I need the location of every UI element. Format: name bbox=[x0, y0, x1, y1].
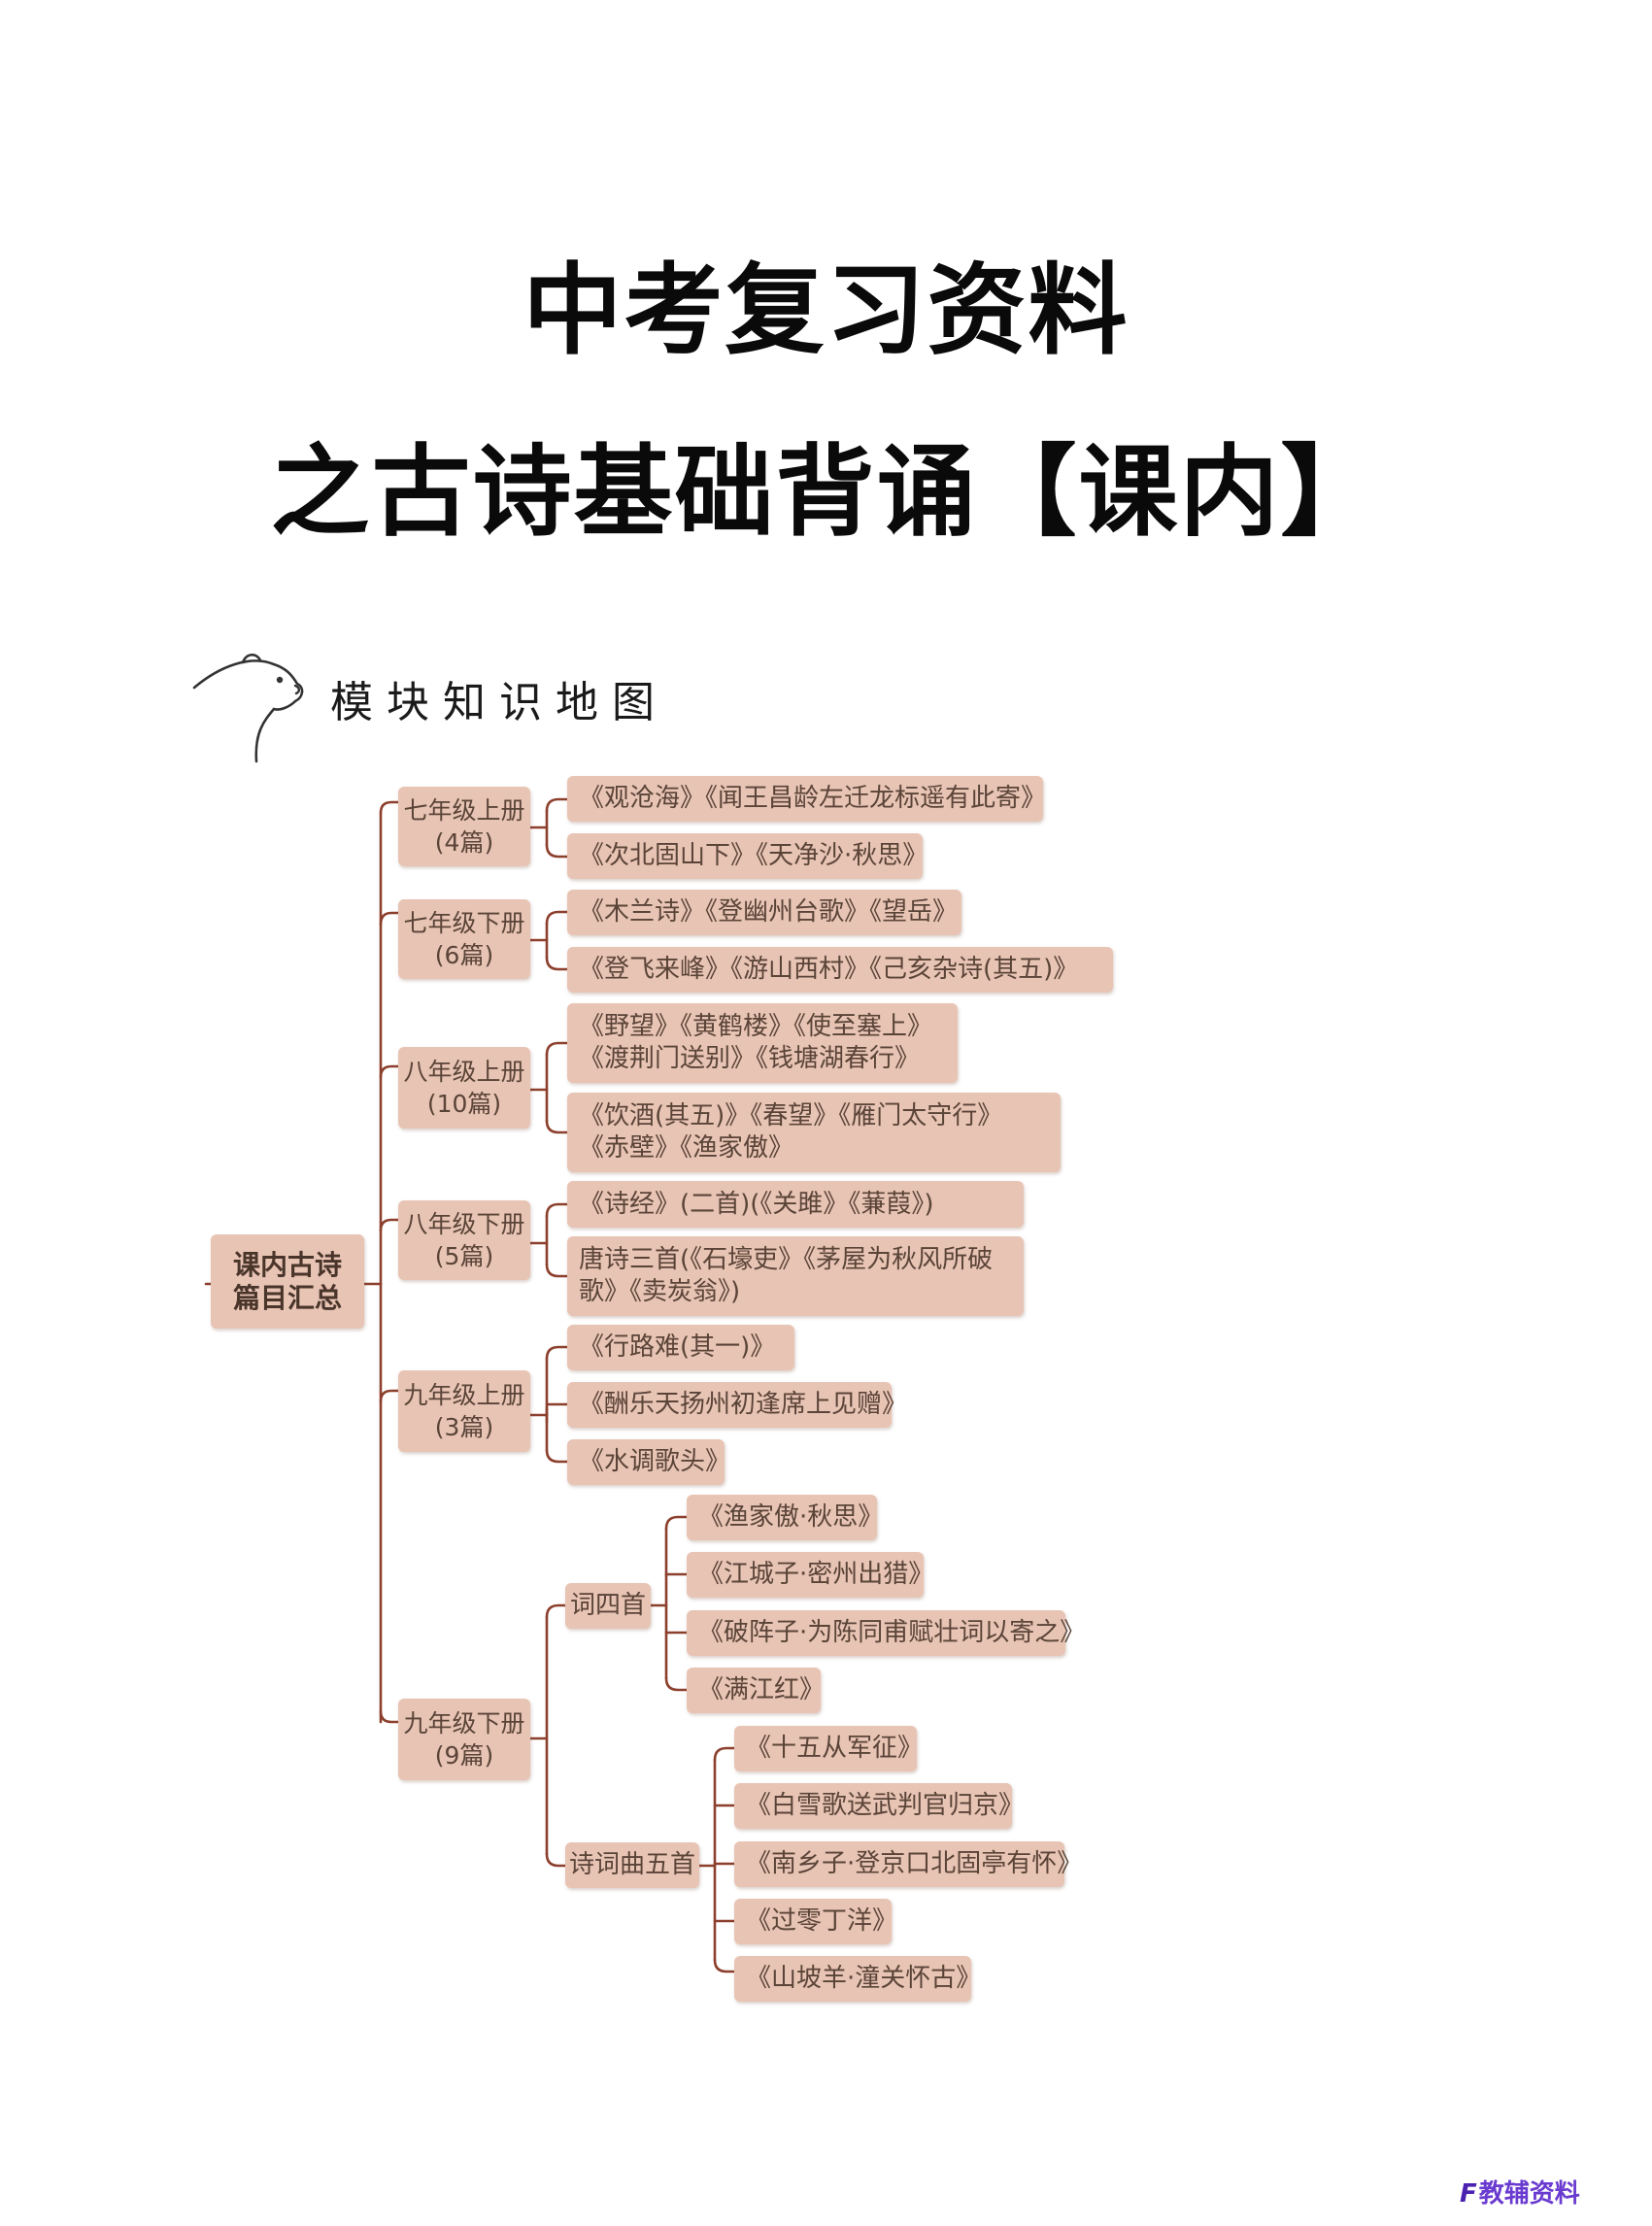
poem-text: 《破阵子·为陈同甫赋壮词以寄之》 bbox=[698, 1618, 1086, 1647]
poem-node: 《野望》《黄鹤楼》《使至塞上》 《渡荆门送别》《钱塘湖春行》 bbox=[567, 1003, 958, 1083]
brand-mark-icon: F bbox=[1460, 2179, 1477, 2209]
page-title-line-1: 中考复习资料 bbox=[523, 253, 1129, 369]
page-title-line-2: 之古诗基础背诵【课内】 bbox=[270, 435, 1382, 551]
grade-node-8-1: 八年级上册 (10篇) bbox=[398, 1047, 530, 1129]
poem-node: 《渔家傲·秋思》 bbox=[687, 1495, 883, 1540]
poem-node: 《过零丁洋》 bbox=[734, 1899, 897, 1944]
poem-text: 《水调歌头》 bbox=[579, 1447, 731, 1476]
grade-count: (4篇) bbox=[434, 828, 494, 857]
grade-count: (5篇) bbox=[434, 1242, 494, 1270]
poem-node: 《白雪歌送武判官归京》 bbox=[734, 1783, 1024, 1829]
poem-text: 《酬乐天扬州初逢席上见赠》 bbox=[579, 1390, 908, 1419]
grade-count: (10篇) bbox=[426, 1090, 502, 1118]
poem-node: 《水调歌头》 bbox=[567, 1439, 730, 1485]
poem-node: 《次北固山下》《天净沙·秋思》 bbox=[567, 833, 927, 879]
grade-label: 八年级上册 bbox=[403, 1058, 525, 1086]
brand-logo: F教辅资料 bbox=[1460, 2181, 1580, 2207]
grade-count: (9篇) bbox=[434, 1741, 494, 1770]
grade-label: 八年级下册 bbox=[403, 1210, 525, 1238]
poem-text: 《行路难(其一)》 bbox=[579, 1332, 776, 1362]
poem-node: 《饮酒(其五)》《春望》《雁门太守行》 《赤壁》《渔家傲》 bbox=[567, 1093, 1061, 1172]
poem-text: 《过零丁洋》 bbox=[746, 1906, 898, 1936]
grade-label: 七年级上册 bbox=[403, 796, 525, 825]
poem-text: 《次北固山下》《天净沙·秋思》 bbox=[579, 841, 928, 870]
poem-node: 《江城子·密州出猎》 bbox=[687, 1552, 933, 1598]
brand-name: 教辅资料 bbox=[1478, 2179, 1580, 2209]
poem-text: 《饮酒(其五)》《春望》《雁门太守行》 bbox=[579, 1101, 1003, 1130]
poem-text: 《南乡子·登京口北固亭有怀》 bbox=[746, 1849, 1083, 1878]
grade-label: 九年级上册 bbox=[403, 1381, 525, 1409]
poem-text: 《渡荆门送别》《钱塘湖春行》 bbox=[579, 1044, 921, 1073]
grade-node-8-2: 八年级下册 (5篇) bbox=[398, 1200, 530, 1280]
poem-node: 《山坡羊·潼关怀古》 bbox=[734, 1956, 981, 2002]
poem-node: 《酬乐天扬州初逢席上见赠》 bbox=[567, 1382, 907, 1428]
grade-node-7-1: 七年级上册 (4篇) bbox=[398, 787, 530, 866]
grade-node-7-2: 七年级下册 (6篇) bbox=[398, 899, 530, 979]
poem-text: 《山坡羊·潼关怀古》 bbox=[746, 1964, 982, 1993]
poem-text: 《登飞来峰》《游山西村》《己亥杂诗(其五)》 bbox=[579, 955, 1079, 984]
poem-text: 《赤壁》《渔家傲》 bbox=[579, 1133, 794, 1163]
poem-node: 《观沧海》《闻王昌龄左迁龙标遥有此寄》 bbox=[567, 776, 1047, 822]
group-node-shi-ci-qu-five: 诗词曲五首 bbox=[565, 1842, 699, 1888]
poem-text: 《观沧海》《闻王昌龄左迁龙标遥有此寄》 bbox=[579, 784, 1047, 813]
poem-node: 《破阵子·为陈同甫赋壮词以寄之》 bbox=[687, 1610, 1085, 1656]
poem-text: 唐诗三首(《石壕吏》《茅屋为秋风所破 bbox=[579, 1245, 994, 1274]
poem-node: 《南乡子·登京口北固亭有怀》 bbox=[734, 1841, 1082, 1887]
poem-text: 《十五从军征》 bbox=[746, 1734, 924, 1763]
poem-node: 《诗经》(二首)(《关雎》《蒹葭》) bbox=[567, 1181, 1024, 1228]
poem-text: 《野望》《黄鹤楼》《使至塞上》 bbox=[579, 1012, 933, 1041]
section-heading: 模块知识地图 bbox=[330, 678, 668, 727]
poem-text: 《渔家傲·秋思》 bbox=[698, 1502, 884, 1532]
mindmap-root-node: 课内古诗 篇目汇总 bbox=[211, 1234, 364, 1329]
grade-node-9-2: 九年级下册 (9篇) bbox=[398, 1699, 530, 1780]
grade-node-9-1: 九年级上册 (3篇) bbox=[398, 1370, 530, 1452]
root-label-line-1: 课内古诗 bbox=[232, 1248, 342, 1281]
poem-node: 《行路难(其一)》 bbox=[567, 1325, 794, 1370]
group-node-ci-four: 词四首 bbox=[565, 1583, 651, 1629]
poem-text: 《满江红》 bbox=[698, 1675, 826, 1704]
poem-node: 《木兰诗》《登幽州台歌》《望岳》 bbox=[567, 890, 961, 935]
grade-count: (6篇) bbox=[434, 941, 494, 969]
root-label-line-2: 篇目汇总 bbox=[232, 1281, 342, 1314]
grade-label: 七年级下册 bbox=[403, 909, 525, 937]
poem-node: 唐诗三首(《石壕吏》《茅屋为秋风所破 歌》《卖炭翁》) bbox=[567, 1236, 1024, 1316]
poem-text: 《诗经》(二首)(《关雎》《蒹葭》) bbox=[579, 1189, 934, 1219]
grade-count: (3篇) bbox=[434, 1413, 494, 1441]
grade-label: 九年级下册 bbox=[403, 1709, 525, 1737]
poem-text: 《木兰诗》《登幽州台歌》《望岳》 bbox=[579, 897, 959, 927]
poem-node: 《十五从军征》 bbox=[734, 1726, 923, 1771]
bear-head-icon bbox=[192, 653, 304, 763]
poem-text: 《白雪歌送武判官归京》 bbox=[746, 1791, 1025, 1820]
group-label: 诗词曲五首 bbox=[569, 1850, 696, 1879]
poem-node: 《登飞来峰》《游山西村》《己亥杂诗(其五)》 bbox=[567, 947, 1113, 993]
group-label: 词四首 bbox=[569, 1591, 646, 1620]
poem-text: 歌》《卖炭翁》) bbox=[579, 1277, 741, 1306]
poem-text: 《江城子·密州出猎》 bbox=[698, 1560, 934, 1589]
poem-node: 《满江红》 bbox=[687, 1668, 825, 1713]
